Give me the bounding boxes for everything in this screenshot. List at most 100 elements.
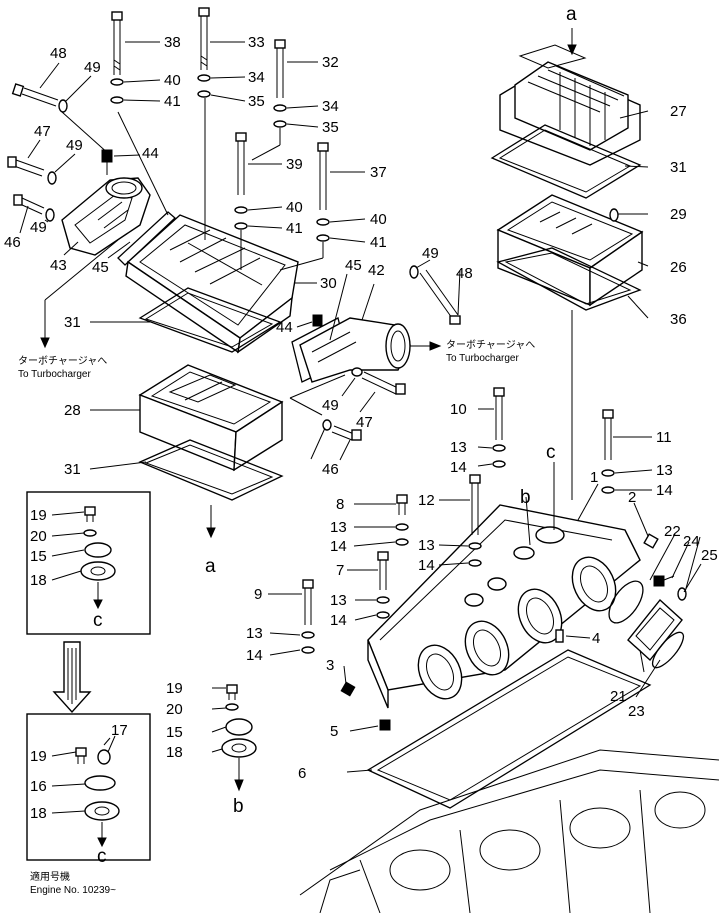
plug-2	[643, 533, 659, 549]
callout-40-c: 40	[370, 211, 387, 228]
callout-1: 1	[590, 469, 598, 486]
plug-44-right	[312, 314, 323, 327]
callout-19-b: 19	[166, 680, 183, 697]
ref-a-top: a	[566, 4, 577, 25]
bolt-19-inset1	[84, 506, 96, 522]
washer-13-c	[468, 542, 482, 550]
down-arrow	[52, 641, 92, 714]
bolt-47-right	[361, 371, 406, 395]
bolt-3	[340, 681, 356, 697]
callout-18-c: 18	[30, 805, 47, 822]
callout-44-a: 44	[142, 145, 159, 162]
callout-13-f: 13	[246, 625, 263, 642]
ref-a-bottom: a	[205, 556, 216, 577]
washer-35-a	[197, 90, 211, 98]
callout-13-e: 13	[330, 592, 347, 609]
callout-22: 22	[664, 523, 681, 540]
callout-48-b: 48	[456, 265, 473, 282]
plate-15-center	[225, 718, 253, 736]
washer-49-b	[47, 171, 57, 185]
callout-15-b: 15	[166, 724, 183, 741]
callout-34-a: 34	[248, 69, 265, 86]
callout-47-b: 47	[356, 414, 373, 431]
gasket-18-center	[221, 738, 257, 758]
bolt-10	[493, 387, 505, 440]
bolt-37	[317, 142, 329, 210]
callout-14-a: 14	[450, 459, 467, 476]
washer-14-a	[492, 460, 506, 468]
washer-49-d	[409, 265, 419, 279]
callout-41-b: 41	[286, 220, 303, 237]
ref-b-mid: b	[520, 487, 531, 508]
engine-serial-jp: 適用号機	[30, 870, 70, 883]
turbo-note-en-right: To Turbocharger	[446, 353, 519, 364]
washer-41-b	[234, 222, 248, 230]
callout-19-a: 19	[30, 507, 47, 524]
callout-8: 8	[336, 496, 344, 513]
bolt-47-left	[7, 156, 45, 177]
callout-28: 28	[64, 402, 81, 419]
callout-47-a: 47	[34, 123, 51, 140]
turbo-note-jp-left: ターボチャージャへ	[18, 355, 107, 367]
callout-9: 9	[254, 586, 262, 603]
callout-12: 12	[418, 492, 435, 509]
notes: ターボチャージャへ To Turbocharger ターボチャージャへ To T…	[18, 339, 535, 896]
callout-14-c: 14	[418, 557, 435, 574]
bolt-7	[377, 551, 389, 590]
pin-29	[609, 208, 619, 222]
washer-14-d	[395, 538, 409, 546]
pin-4	[555, 629, 564, 643]
callout-41-c: 41	[370, 234, 387, 251]
bolt-24	[653, 575, 675, 587]
callout-38: 38	[164, 34, 181, 51]
callout-44-b: 44	[276, 319, 293, 336]
washer-14-f	[301, 646, 315, 654]
washer-13-f	[301, 631, 315, 639]
callout-14-b: 14	[656, 482, 673, 499]
callout-40-a: 40	[164, 72, 181, 89]
callout-5: 5	[330, 723, 338, 740]
washer-34-a	[197, 74, 211, 82]
callout-39: 39	[286, 156, 303, 173]
callout-27: 27	[670, 103, 687, 120]
washer-49-e	[351, 367, 363, 377]
gasket-36	[496, 247, 642, 311]
callout-20-a: 20	[30, 528, 47, 545]
callout-43: 43	[50, 257, 67, 274]
callout-49-e: 49	[322, 397, 339, 414]
elbow-43	[61, 177, 151, 256]
washer-14-b	[601, 486, 615, 494]
inset-top	[26, 491, 151, 635]
manifold-main	[367, 504, 641, 709]
engine-serial-number: Engine No. 10239~	[30, 885, 116, 896]
callout-15-a: 15	[30, 548, 47, 565]
box-26	[496, 194, 644, 307]
callout-23: 23	[628, 703, 645, 720]
bolt-9	[302, 579, 314, 625]
ref-c-inset1: c	[93, 610, 103, 631]
bolt-12	[469, 474, 481, 535]
callout-31-a: 31	[64, 314, 81, 331]
engine-block	[299, 749, 719, 913]
fitting-17	[97, 737, 111, 765]
callout-29: 29	[670, 206, 687, 223]
washer-40-b	[234, 206, 248, 214]
manifold-ports	[417, 556, 617, 700]
callout-19-c: 19	[30, 748, 47, 765]
callout-10: 10	[450, 401, 467, 418]
callout-18-a: 18	[30, 572, 47, 589]
callout-37: 37	[370, 164, 387, 181]
washer-34-b	[273, 104, 287, 112]
callout-46-a: 46	[4, 234, 21, 251]
bolt-32	[274, 39, 286, 98]
callout-18-b: 18	[166, 744, 183, 761]
gasket-31-b	[138, 439, 284, 501]
callout-20-b: 20	[166, 701, 183, 718]
callout-31-c: 31	[670, 159, 687, 176]
washer-40-c	[316, 218, 330, 226]
callout-14-e: 14	[330, 612, 347, 629]
bolt-19-center	[226, 684, 238, 700]
washer-20-inset1	[83, 529, 97, 537]
callout-4: 4	[592, 630, 600, 647]
